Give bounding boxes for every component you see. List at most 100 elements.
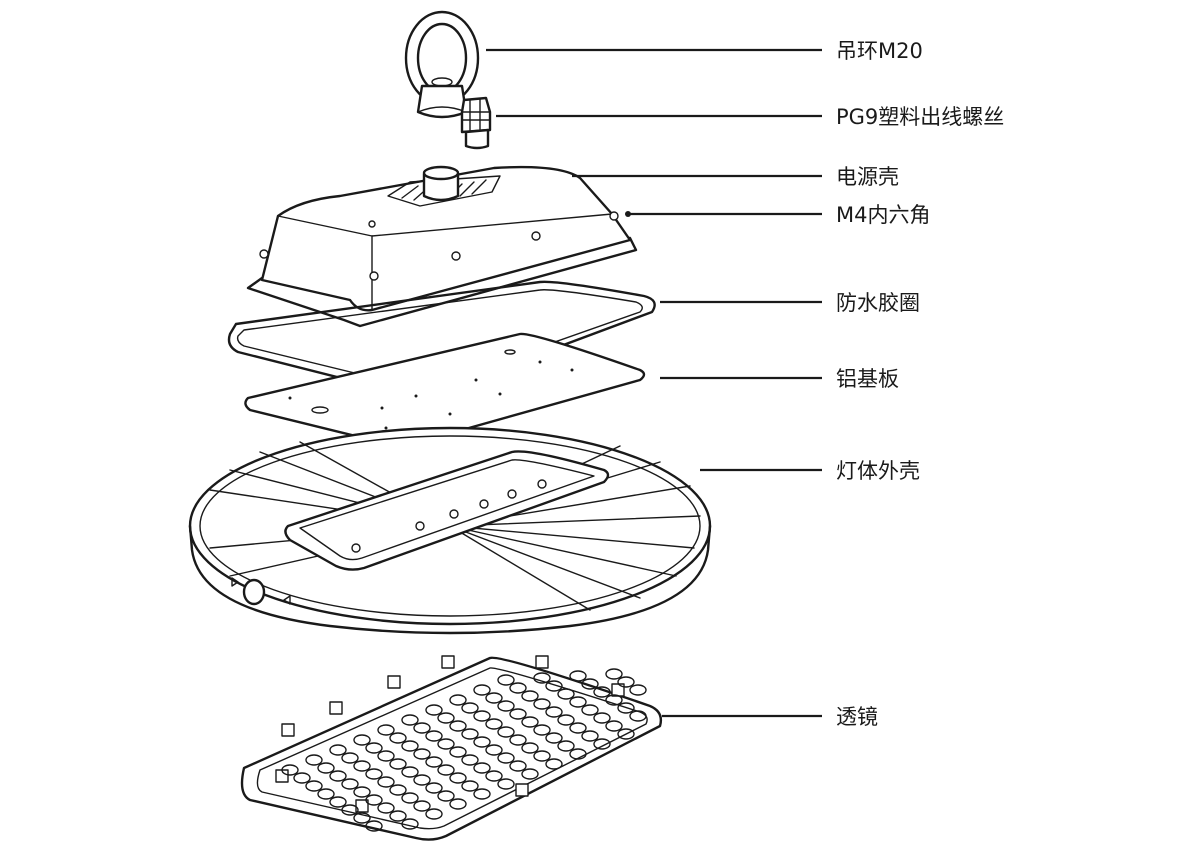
lens-dimple xyxy=(353,812,371,824)
lens-dimple xyxy=(449,720,467,732)
lens-dimple xyxy=(389,784,407,796)
label-aluminum-plate: 铝基板 xyxy=(836,367,899,391)
lens-dimple xyxy=(401,740,419,752)
lens-dimple xyxy=(329,744,347,756)
lens-dimple xyxy=(425,704,443,716)
lens-dimple xyxy=(521,742,539,754)
lens-dimple xyxy=(341,778,359,790)
lens-dimple xyxy=(581,678,599,690)
label-eye-bolt: 吊环M20 xyxy=(836,39,923,63)
lens-dimple xyxy=(521,690,539,702)
lens-dimple xyxy=(605,694,623,706)
lens-dimple xyxy=(401,714,419,726)
lens-dimple xyxy=(461,728,479,740)
aluminum-plate-part xyxy=(244,332,646,448)
lens-dimple xyxy=(617,702,635,714)
lens-dimple xyxy=(329,796,347,808)
lens-dimple xyxy=(533,672,551,684)
lens-dimple xyxy=(629,710,647,722)
lens-dimple xyxy=(425,730,443,742)
lens-dimple xyxy=(425,808,443,820)
lens-dimple xyxy=(473,788,491,800)
lens-dimple xyxy=(473,684,491,696)
lens-dimple xyxy=(317,762,335,774)
lens-dimple xyxy=(341,804,359,816)
lens-dimple xyxy=(569,748,587,760)
part-labels: 吊环M20 PG9塑料出线螺丝 电源壳 M4内六角 防水胶圈 铝基板 灯体外壳 … xyxy=(836,39,1004,729)
lens-dimple xyxy=(461,754,479,766)
lens-dimple xyxy=(461,702,479,714)
lens-dimple xyxy=(521,768,539,780)
lens-dimple xyxy=(473,710,491,722)
lens-dimple xyxy=(581,730,599,742)
lens-dimple xyxy=(365,794,383,806)
lens-dimple xyxy=(545,680,563,692)
lens-dimple xyxy=(497,674,515,686)
label-driver-housing: 电源壳 xyxy=(836,165,899,189)
lens-dimple xyxy=(509,734,527,746)
lens-dimple xyxy=(533,750,551,762)
lens-dimple xyxy=(605,720,623,732)
lens-dimple xyxy=(449,694,467,706)
lens-dimple xyxy=(617,728,635,740)
lens-dimple xyxy=(581,704,599,716)
lens-dimple xyxy=(473,762,491,774)
lens-dimple xyxy=(593,738,611,750)
lens-dimple xyxy=(389,732,407,744)
lens-dimple xyxy=(425,756,443,768)
lens-dimple xyxy=(365,768,383,780)
lens-dimple xyxy=(413,774,431,786)
leader-lines xyxy=(486,48,822,718)
lens-dimple xyxy=(557,714,575,726)
lens-dimple xyxy=(485,718,503,730)
cable-gland-part xyxy=(460,96,492,150)
lens-dimple xyxy=(281,764,299,776)
lens-dimple xyxy=(617,676,635,688)
lens-dimple xyxy=(461,780,479,792)
lens-dimple xyxy=(497,778,515,790)
lens-dimple xyxy=(437,764,455,776)
lens-dimple xyxy=(449,746,467,758)
lens-dimple xyxy=(353,786,371,798)
lens-dimple xyxy=(449,798,467,810)
lens-dimple xyxy=(377,724,395,736)
label-lamp-body: 灯体外壳 xyxy=(836,459,920,483)
lens-dimple xyxy=(509,760,527,772)
lens-dimple xyxy=(437,738,455,750)
lens-dimple xyxy=(401,818,419,830)
lens-dimple xyxy=(353,760,371,772)
lens-dimple xyxy=(521,716,539,728)
lamp-body-part xyxy=(188,426,712,635)
lens-dimple xyxy=(509,682,527,694)
lens-dimple xyxy=(377,802,395,814)
lens-dimple xyxy=(545,758,563,770)
lens-dimple xyxy=(533,724,551,736)
lens-dimple xyxy=(353,734,371,746)
lens-dimple xyxy=(509,708,527,720)
lens-dimple xyxy=(437,790,455,802)
lens-dimple xyxy=(533,698,551,710)
lens-dimple xyxy=(401,792,419,804)
lens-dimple xyxy=(401,766,419,778)
lens-dimple xyxy=(569,696,587,708)
lens-dimple xyxy=(377,750,395,762)
lens-dimple xyxy=(329,770,347,782)
lens-dimple xyxy=(341,752,359,764)
lens-dimple xyxy=(449,772,467,784)
lens-dimple xyxy=(629,684,647,696)
lens-dimple xyxy=(545,706,563,718)
lens-dimple xyxy=(557,688,575,700)
label-lens: 透镜 xyxy=(836,705,878,729)
lens-dimple xyxy=(485,692,503,704)
lens-dimple xyxy=(413,800,431,812)
lens-dimple xyxy=(545,732,563,744)
lens-dimple xyxy=(605,668,623,680)
lens-dimple xyxy=(497,726,515,738)
label-cable-gland: PG9塑料出线螺丝 xyxy=(836,105,1004,129)
gasket-part xyxy=(227,280,656,398)
lens-dimple xyxy=(569,722,587,734)
lens-dimple xyxy=(569,670,587,682)
lens-dimple xyxy=(305,754,323,766)
lens-dimple xyxy=(485,744,503,756)
